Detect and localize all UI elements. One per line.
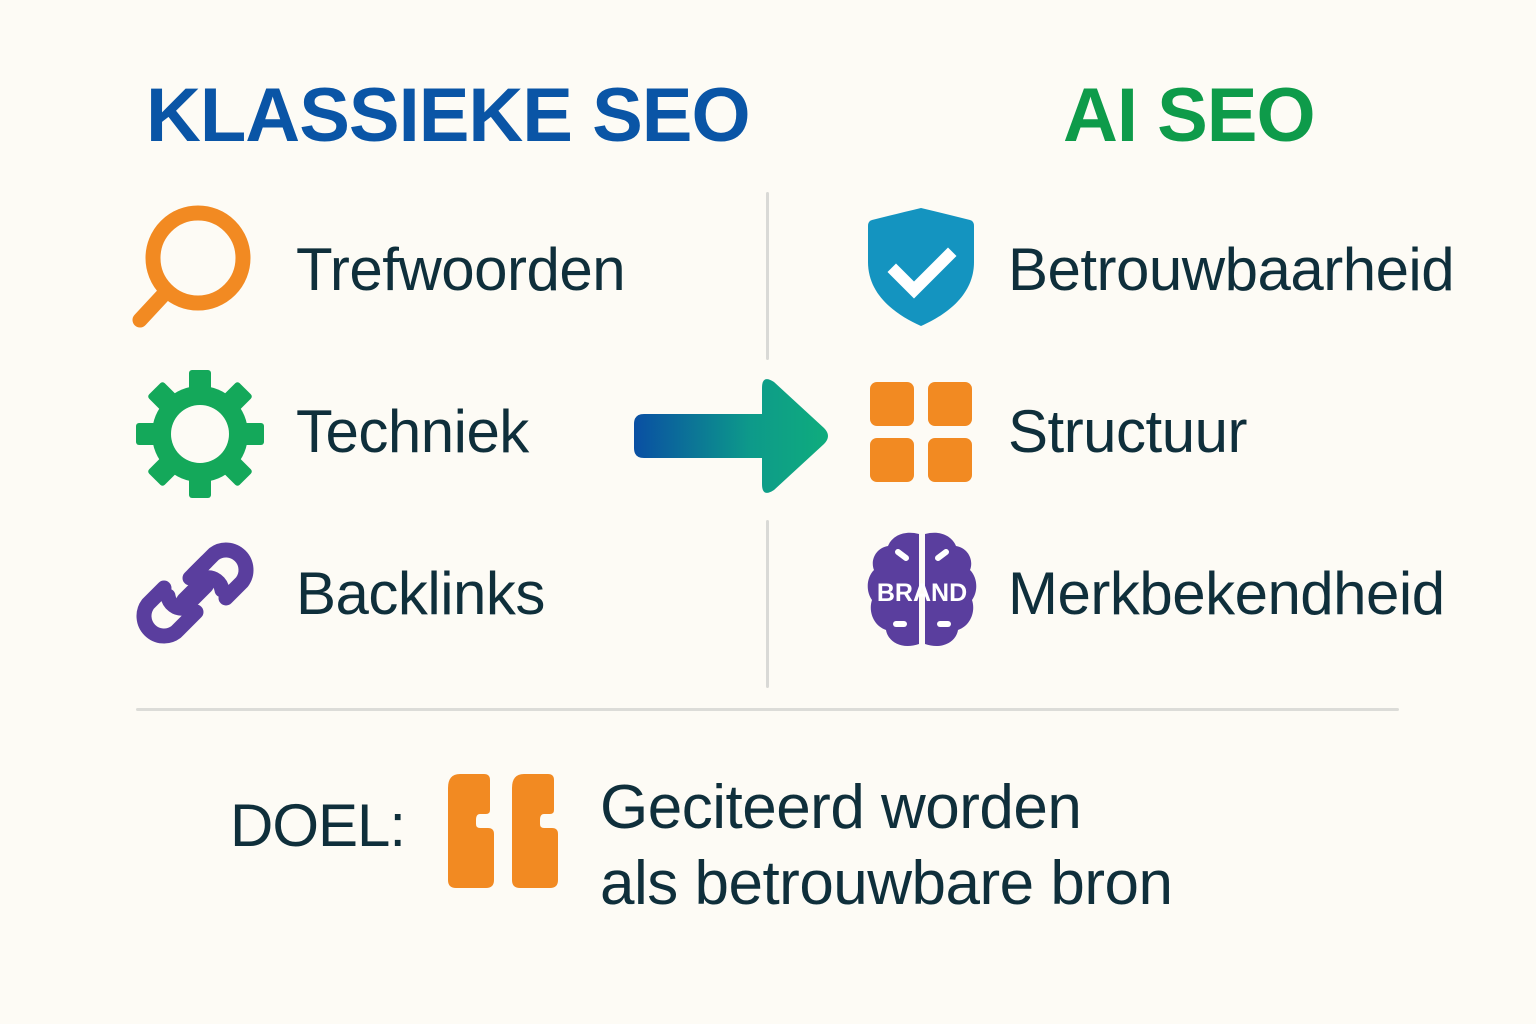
item-merkbekendheid: Merkbekendheid — [1008, 560, 1445, 627]
brand-badge-text: BRAND — [877, 579, 967, 607]
column-divider-bottom — [766, 520, 769, 688]
grid-icon — [868, 380, 976, 484]
item-structuur: Structuur — [1008, 398, 1247, 465]
section-divider — [136, 708, 1399, 711]
chain-link-icon — [134, 532, 256, 654]
item-trefwoorden: Trefwoorden — [296, 236, 626, 303]
column-divider-top — [766, 192, 769, 360]
shield-check-icon — [866, 206, 976, 328]
item-techniek: Techniek — [296, 398, 529, 465]
goal-line-1: Geciteerd worden — [600, 773, 1082, 842]
quote-icon — [446, 772, 564, 890]
classic-seo-heading: KLASSIEKE SEO — [146, 73, 751, 158]
goal-statement: Geciteerd worden als betrouwbare bron — [600, 770, 1173, 922]
item-backlinks: Backlinks — [296, 560, 545, 627]
goal-line-2: als betrouwbare bron — [600, 849, 1173, 918]
goal-label: DOEL: — [230, 792, 406, 859]
item-betrouwbaarheid: Betrouwbaarheid — [1008, 236, 1455, 303]
arrow-right-icon — [630, 376, 834, 496]
gear-icon — [134, 368, 266, 500]
brain-brand-icon: BRAND — [864, 528, 980, 652]
magnifier-icon — [128, 202, 258, 332]
ai-seo-heading: AI SEO — [1063, 73, 1316, 158]
